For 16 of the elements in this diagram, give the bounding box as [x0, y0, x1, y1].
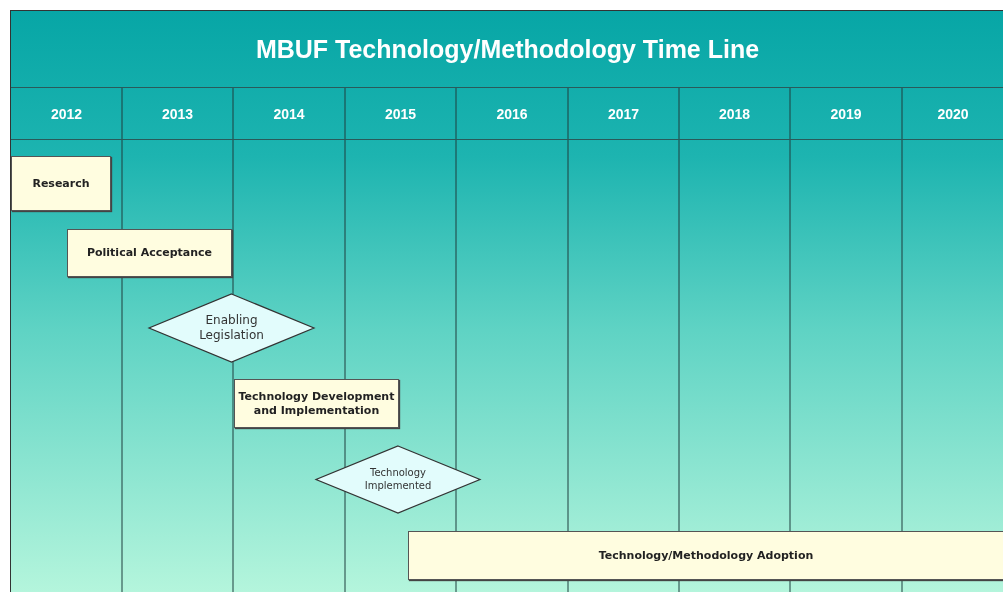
- year-header: 2012: [49, 104, 84, 124]
- year-header: 2013: [160, 104, 195, 124]
- year-header: 2015: [383, 104, 418, 124]
- activity-box: Political Acceptance: [67, 229, 232, 277]
- milestone-diamond: Technology Implemented: [316, 446, 480, 513]
- year-header: 2020: [936, 104, 970, 124]
- activity-box: Research: [11, 156, 111, 211]
- milestone-diamond: Enabling Legislation: [149, 294, 314, 362]
- title: MBUF Technology/Methodology Time Line: [11, 11, 1003, 88]
- year-header: 2017: [606, 104, 641, 124]
- year-header: 2014: [272, 104, 306, 124]
- year-header: 2018: [717, 104, 752, 124]
- year-header: 2019: [829, 104, 863, 124]
- year-header: 2016: [495, 104, 529, 124]
- activity-box: Technology/Methodology Adoption: [408, 531, 1003, 580]
- activity-box: Technology Development and Implementation: [234, 379, 399, 428]
